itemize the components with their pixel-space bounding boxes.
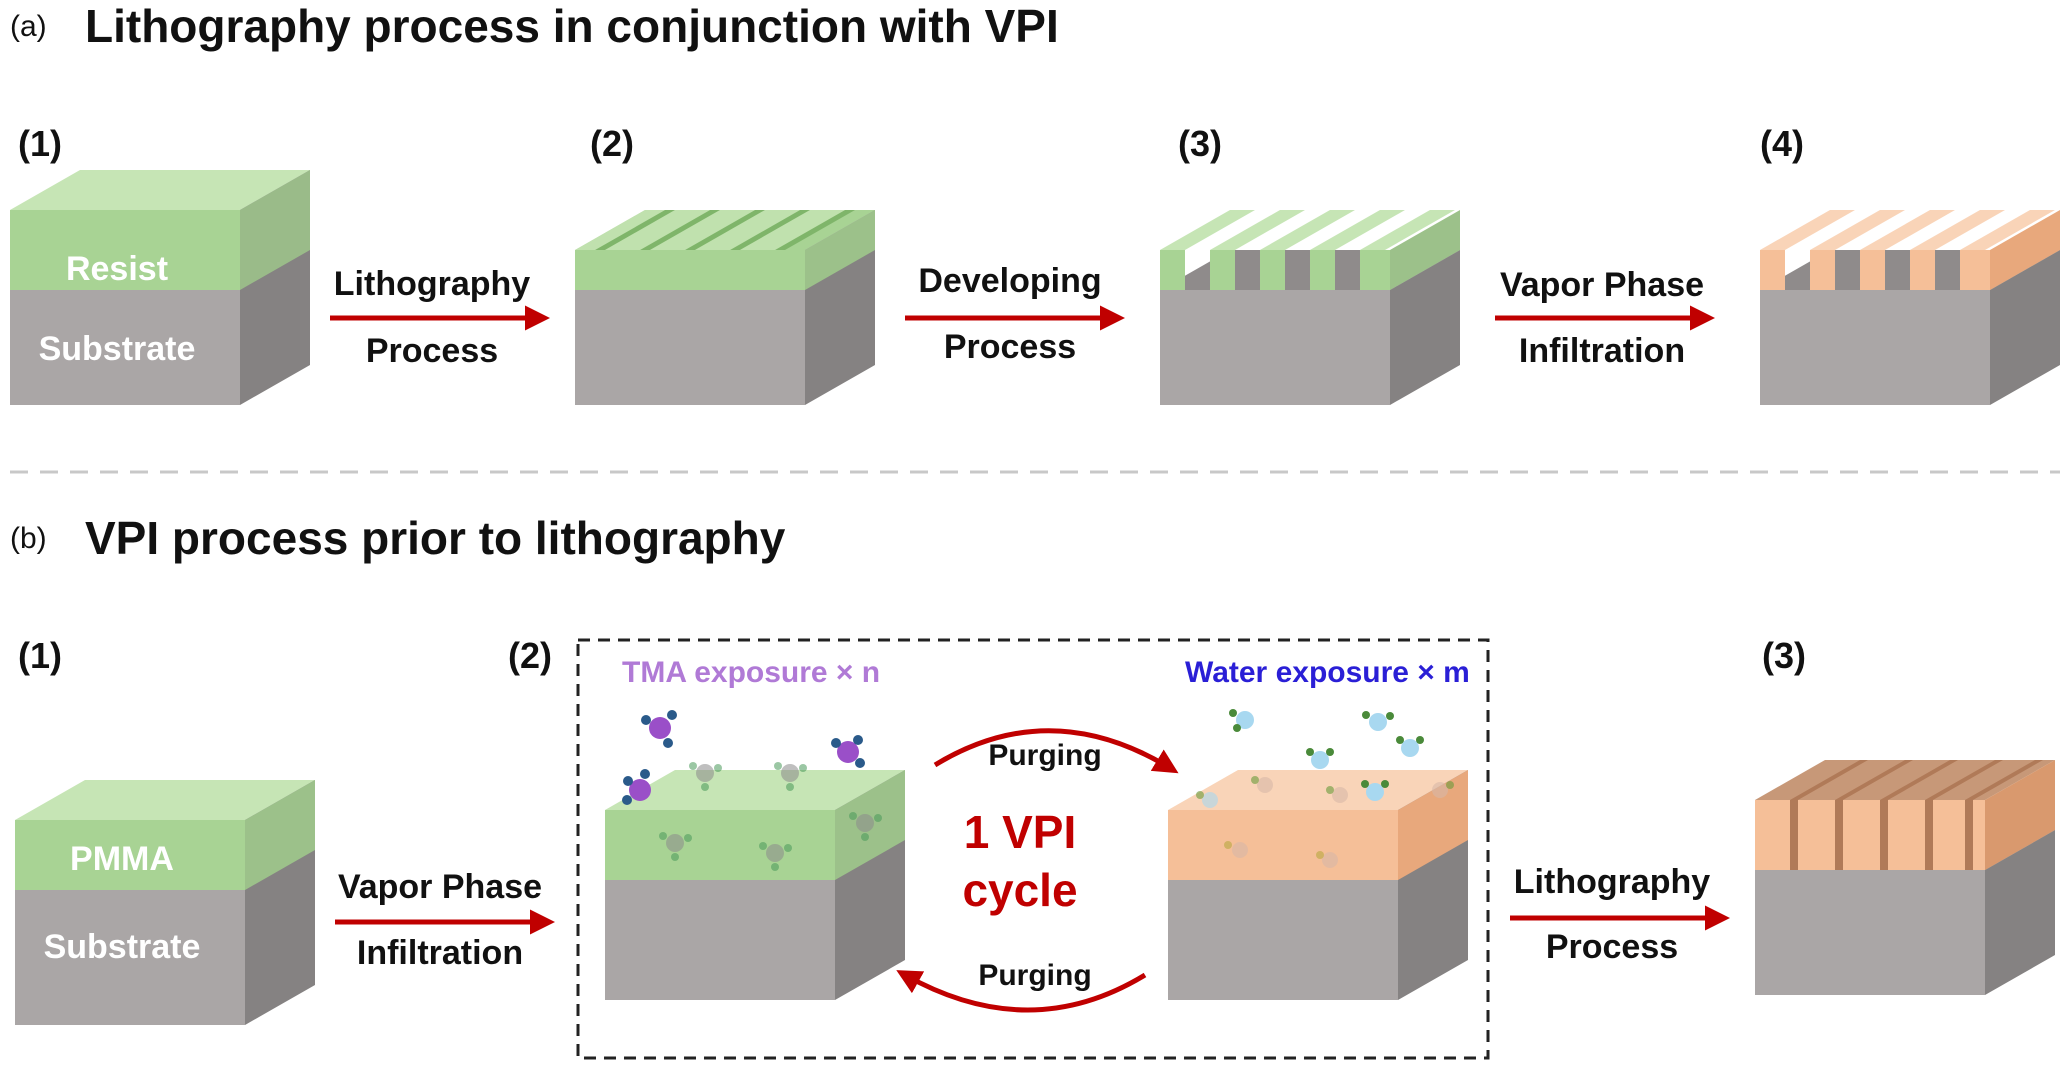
panel-b-step-3: (3) [1762, 635, 1806, 676]
panel-b-step-2: (2) [508, 635, 552, 676]
block-b3 [1755, 760, 2055, 995]
arrow-b2-line1: Lithography [1514, 863, 1711, 901]
arrow-a3-line2: Infiltration [1519, 332, 1685, 370]
arrow-a1-line1: Lithography [334, 265, 531, 303]
tma-molecule-icon [622, 710, 865, 805]
panel-a-letter: (a) [10, 10, 47, 43]
block-b1: PMMA Substrate [15, 780, 315, 1025]
resist-lines-a3 [1160, 210, 1460, 290]
pmma-label: PMMA [70, 840, 174, 878]
panel-a-title: Lithography process in conjunction with … [85, 0, 1059, 52]
tma-exposure-label: TMA exposure × n [622, 656, 880, 689]
panel-a-step-2: (2) [590, 123, 634, 164]
arrow-b2: Lithography Process [1510, 863, 1730, 966]
panel-b-letter: (b) [10, 522, 47, 555]
water-exposure-label: Water exposure × m [1185, 656, 1470, 689]
panel-b-title: VPI process prior to lithography [85, 512, 786, 564]
arrow-b1-line2: Infiltration [357, 934, 523, 972]
arrow-a3: Vapor Phase Infiltration [1495, 266, 1715, 370]
tma-molecule-icon [659, 762, 882, 871]
block-a1: Resist Substrate [10, 170, 310, 405]
arrow-b1: Vapor Phase Infiltration [335, 868, 555, 972]
block-b2-water [1168, 709, 1468, 1000]
arrow-b1-line1: Vapor Phase [338, 868, 542, 906]
trenches-b3 [1790, 760, 2043, 870]
arrow-b2-line2: Process [1546, 928, 1678, 966]
arrow-a1-line2: Process [366, 332, 498, 370]
curved-arrow-icon [933, 728, 1179, 774]
purging-bottom-label: Purging [978, 959, 1091, 992]
block-a4 [1760, 210, 2060, 405]
panel-a-step-1: (1) [18, 123, 62, 164]
arrow-a3-line1: Vapor Phase [1500, 266, 1704, 304]
water-molecule-icon [1196, 776, 1454, 868]
substrate-label-b: Substrate [44, 928, 201, 966]
vpi-cycle-line2: cycle [962, 864, 1077, 916]
panel-b-step-1: (1) [18, 635, 62, 676]
panel-a-step-4: (4) [1760, 123, 1804, 164]
vpi-cycle-line1: 1 VPI [964, 806, 1077, 858]
vpi-cycle-box [576, 638, 1490, 1060]
resist-label-a: Resist [66, 250, 168, 288]
curved-arrow-icon [896, 970, 1147, 1013]
block-a2 [575, 210, 875, 405]
panel-a-step-3: (3) [1178, 123, 1222, 164]
arrow-a2-line1: Developing [918, 262, 1101, 300]
purging-top-label: Purging [988, 739, 1101, 772]
arrow-a1: Lithography Process [330, 265, 550, 370]
arrow-a2-line2: Process [944, 328, 1076, 366]
infiltrated-lines-a4 [1760, 210, 2060, 290]
resist-stripes-a2 [595, 210, 855, 250]
substrate-label-a: Substrate [39, 330, 196, 368]
block-a3 [1160, 210, 1460, 405]
water-molecule-icon [1229, 709, 1424, 801]
block-b2-tma [605, 710, 905, 1000]
arrow-a2: Developing Process [905, 262, 1125, 366]
